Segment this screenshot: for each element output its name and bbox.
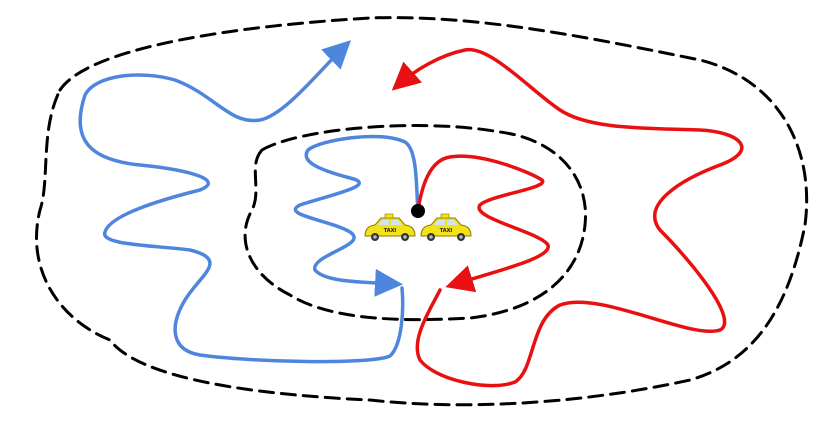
red-inner-path (416, 154, 550, 293)
blue-outer-path (78, 40, 405, 364)
taxi-label: TAXI (384, 228, 397, 234)
taxi-label: TAXI (440, 228, 453, 234)
start-point-dot (411, 204, 425, 218)
outer-boundary (35, 16, 809, 407)
red-outer-path (391, 47, 744, 388)
inner-boundary (243, 124, 588, 322)
blue-inner-path (293, 134, 420, 297)
